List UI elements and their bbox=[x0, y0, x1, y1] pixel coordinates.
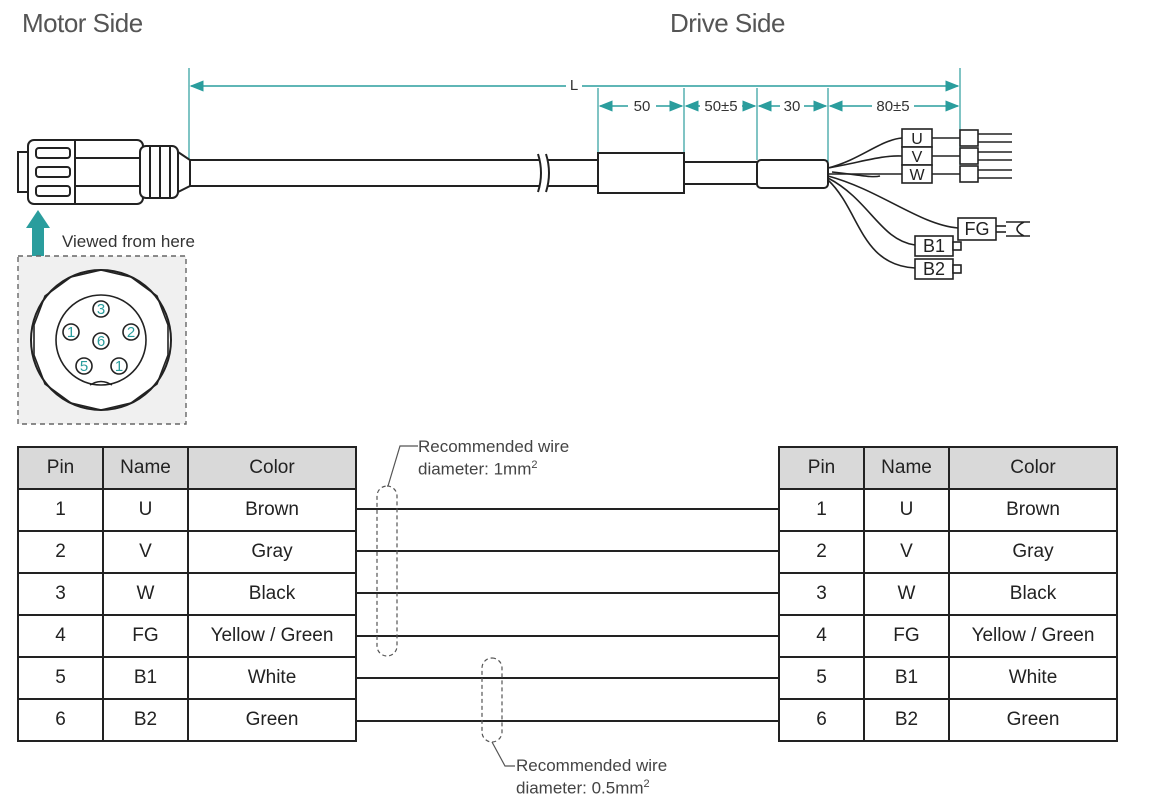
color-cell: Yellow / Green bbox=[187, 614, 357, 658]
pin-cell: 2 bbox=[778, 530, 865, 574]
pin-label-2: 2 bbox=[127, 324, 135, 341]
dimension-label-seg4: 80±5 bbox=[876, 98, 909, 115]
terminal-label-fg: FG bbox=[965, 219, 990, 239]
name-cell: B1 bbox=[102, 656, 189, 700]
pin-label-3: 3 bbox=[97, 301, 105, 318]
pin-cell: 4 bbox=[778, 614, 865, 658]
terminal-label-b2: B2 bbox=[923, 259, 945, 279]
pin-label-1-right: 1 bbox=[115, 358, 123, 375]
pin-cell: 1 bbox=[778, 488, 865, 532]
terminal-label-b1: B1 bbox=[923, 236, 945, 256]
pin-cell: 4 bbox=[17, 614, 104, 658]
name-cell: B2 bbox=[863, 698, 950, 742]
pin-cell: 6 bbox=[778, 698, 865, 742]
motor-connector-side-view bbox=[17, 139, 191, 205]
pin-label-1-left: 1 bbox=[67, 324, 75, 341]
connector-face-view bbox=[17, 255, 187, 425]
color-cell: Green bbox=[948, 698, 1118, 742]
name-cell: W bbox=[102, 572, 189, 616]
name-cell: U bbox=[863, 488, 950, 532]
header-name: Name bbox=[102, 446, 189, 490]
dimension-label-seg1: 50 bbox=[634, 98, 651, 115]
name-cell: U bbox=[102, 488, 189, 532]
pin-cell: 5 bbox=[17, 656, 104, 700]
color-cell: White bbox=[187, 656, 357, 700]
color-cell: Brown bbox=[187, 488, 357, 532]
lower-note-superscript: 2 bbox=[643, 778, 650, 790]
upper-note-line1: Recommended wire bbox=[418, 437, 570, 456]
header-name: Name bbox=[863, 446, 950, 490]
lower-wire-note: Recommended wire diameter: 0.5mm2 bbox=[516, 756, 667, 798]
view-label: Viewed from here bbox=[62, 232, 195, 251]
color-cell: Black bbox=[187, 572, 357, 616]
wire-bundle-callouts bbox=[376, 485, 503, 743]
color-cell: Green bbox=[187, 698, 357, 742]
terminal-label-u: U bbox=[911, 131, 923, 148]
breakout-wires bbox=[827, 137, 959, 269]
upper-note-superscript: 2 bbox=[531, 459, 538, 471]
pin-label-5: 5 bbox=[80, 358, 88, 375]
header-color: Color bbox=[948, 446, 1118, 490]
pin-cell: 3 bbox=[778, 572, 865, 616]
name-cell: V bbox=[863, 530, 950, 574]
lower-note-line1: Recommended wire bbox=[516, 756, 668, 775]
pin-cell: 5 bbox=[778, 656, 865, 700]
header-color: Color bbox=[187, 446, 357, 490]
motor-side-title: Motor Side bbox=[22, 8, 143, 38]
view-arrow bbox=[26, 210, 50, 256]
dimension-label-overall: L bbox=[570, 77, 578, 94]
pin-cell: 3 bbox=[17, 572, 104, 616]
name-cell: V bbox=[102, 530, 189, 574]
cable-body bbox=[190, 152, 829, 194]
dimension-label-seg2: 50±5 bbox=[704, 98, 737, 115]
name-cell: B1 bbox=[863, 656, 950, 700]
wiring-lines bbox=[356, 508, 778, 722]
header-pin: Pin bbox=[778, 446, 865, 490]
color-cell: White bbox=[948, 656, 1118, 700]
header-pin: Pin bbox=[17, 446, 104, 490]
name-cell: W bbox=[863, 572, 950, 616]
pin-label-6: 6 bbox=[97, 333, 105, 350]
drive-side-title: Drive Side bbox=[670, 8, 785, 38]
name-cell: FG bbox=[102, 614, 189, 658]
color-cell: Yellow / Green bbox=[948, 614, 1118, 658]
pin-cell: 6 bbox=[17, 698, 104, 742]
name-cell: FG bbox=[863, 614, 950, 658]
terminal-label-w: W bbox=[909, 167, 925, 184]
pin-cell: 2 bbox=[17, 530, 104, 574]
color-cell: Brown bbox=[948, 488, 1118, 532]
color-cell: Gray bbox=[948, 530, 1118, 574]
dimension-label-seg3: 30 bbox=[784, 98, 801, 115]
name-cell: B2 bbox=[102, 698, 189, 742]
upper-wire-note: Recommended wire diameter: 1mm2 bbox=[418, 437, 569, 479]
color-cell: Black bbox=[948, 572, 1118, 616]
color-cell: Gray bbox=[187, 530, 357, 574]
pin-cell: 1 bbox=[17, 488, 104, 532]
lower-note-line2: diameter: 0.5mm bbox=[516, 778, 644, 798]
terminal-label-v: V bbox=[912, 149, 923, 166]
upper-note-line2: diameter: 1mm bbox=[418, 459, 532, 479]
